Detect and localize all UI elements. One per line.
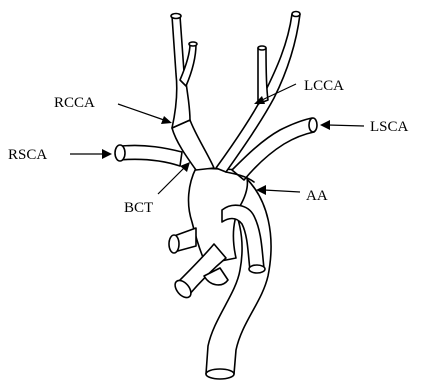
descending-aorta-end	[206, 369, 234, 379]
bct-arrow-line	[158, 168, 184, 194]
rcca-side-end	[189, 42, 197, 46]
left-stub-end	[169, 235, 179, 253]
loop-vessel-end	[249, 265, 265, 273]
lcca-side-end	[258, 46, 266, 50]
label-bct: BCT	[124, 200, 153, 216]
left-subclavian-end	[309, 118, 317, 132]
rcca-arrow-line	[118, 104, 164, 120]
label-rsca: RSCA	[8, 147, 47, 163]
rcca-end	[171, 14, 181, 19]
label-lsca: LSCA	[370, 119, 409, 135]
label-lcca: LCCA	[304, 78, 344, 94]
rsca-arrow-head	[102, 149, 112, 159]
label-rcca: RCCA	[54, 95, 95, 111]
right-subclavian	[118, 145, 182, 166]
lsca-arrow-line	[328, 125, 364, 126]
rcca-arrow-head	[161, 116, 172, 124]
aa-arrow-line	[264, 190, 300, 192]
right-subclavian-end	[115, 145, 125, 161]
lcca-end	[292, 12, 300, 17]
label-aa: AA	[306, 188, 328, 204]
lsca-arrow-head	[320, 120, 330, 130]
lcca-side-branch	[258, 48, 268, 104]
